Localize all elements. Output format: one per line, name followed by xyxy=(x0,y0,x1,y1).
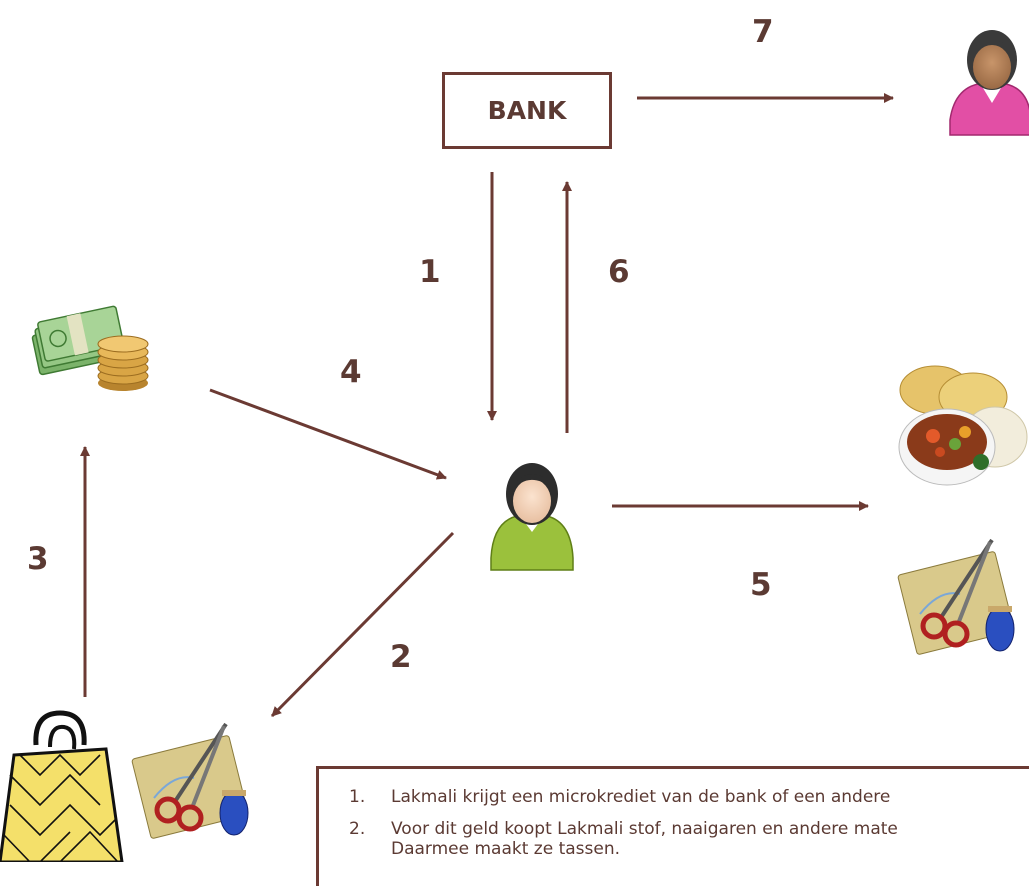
bank-label: BANK xyxy=(487,96,567,125)
step-number-4: 4 xyxy=(340,354,362,390)
step-item: Daarmee maakt ze tassen. xyxy=(349,839,1029,859)
step-number-6: 6 xyxy=(608,254,630,290)
step-number-1: 1 xyxy=(419,254,441,290)
step-number-5: 5 xyxy=(750,567,772,603)
step-number-2: 2 xyxy=(390,639,412,675)
step-number-3: 3 xyxy=(27,541,49,577)
arrow-lakmali-to-materials xyxy=(270,531,455,718)
step-item-text: Daarmee maakt ze tassen. xyxy=(391,839,621,859)
food-icon xyxy=(898,365,1028,486)
lender-woman-icon xyxy=(949,30,1029,136)
bag-icon xyxy=(0,710,124,862)
arrows xyxy=(80,93,894,718)
steps-legend: 1. Lakmali krijgt een microkrediet van d… xyxy=(316,766,1029,886)
bank-box: BANK xyxy=(442,72,612,149)
step-number-7: 7 xyxy=(752,14,774,50)
step-item-text: Voor dit geld koopt Lakmali stof, naaiga… xyxy=(391,819,898,839)
step-item-text: Lakmali krijgt een microkrediet van de b… xyxy=(391,787,891,807)
step-item: 2. Voor dit geld koopt Lakmali stof, naa… xyxy=(349,819,1029,839)
lakmali-woman-icon xyxy=(490,463,574,571)
sewing-materials-icon xyxy=(131,722,249,839)
microcredit-diagram: BANK 1 2 3 4 5 6 7 1. Lakmali krijgt een… xyxy=(0,14,1029,886)
step-item: 1. Lakmali krijgt een microkrediet van d… xyxy=(349,787,1029,807)
sewing-supplies-icon xyxy=(897,538,1015,655)
steps-list: 1. Lakmali krijgt een microkrediet van d… xyxy=(319,769,1029,859)
step-item-number xyxy=(349,839,391,859)
money-icon xyxy=(31,305,149,391)
arrow-money-to-lakmali xyxy=(209,388,447,480)
step-item-number: 2. xyxy=(349,819,366,839)
step-item-number: 1. xyxy=(349,787,366,807)
